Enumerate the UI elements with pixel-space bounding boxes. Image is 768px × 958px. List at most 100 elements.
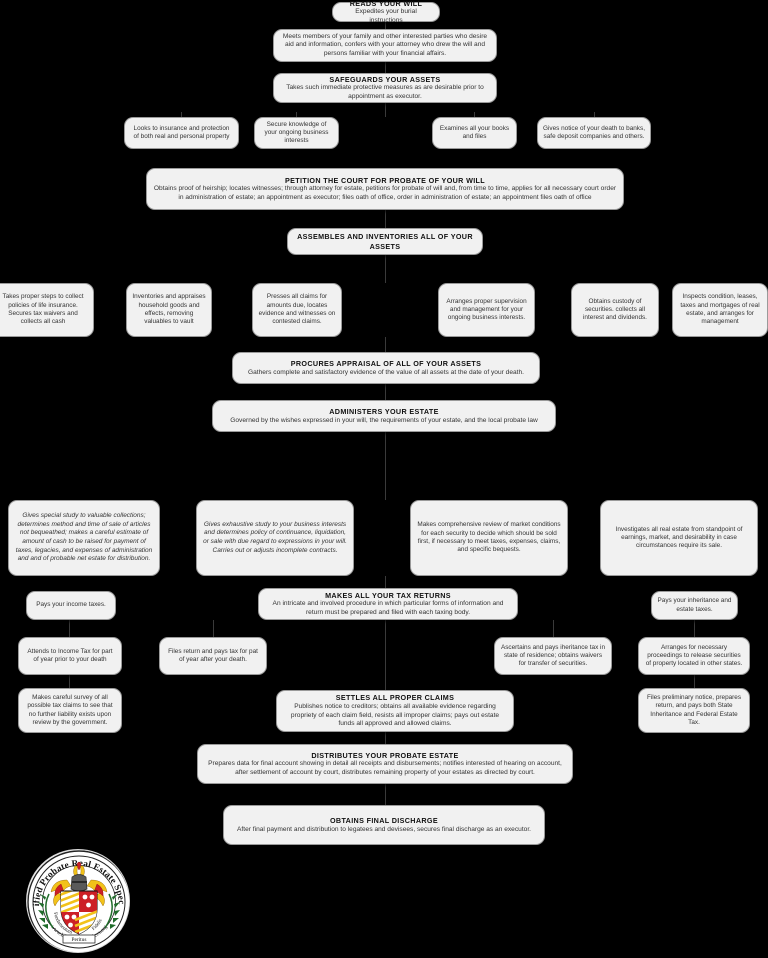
flow-node-body: Arranges proper supervision and manageme… (446, 297, 527, 322)
connector-line (213, 620, 214, 637)
flow-node-body: Files return and pays tax for pat of yea… (168, 647, 258, 663)
flow-node-heading: READS YOUR WILL (349, 0, 423, 8)
flow-node-heading: ASSEMBLES AND INVENTORIES ALL OF YOUR AS… (297, 231, 473, 251)
connector-line (385, 732, 386, 744)
flow-node-body: Secure knowledge of your ongoing busines… (264, 120, 329, 145)
flow-node-heading: PETITION THE COURT FOR PROBATE OF YOUR W… (284, 175, 486, 185)
flow-node-body: Attends to Income Tax for part of year p… (27, 647, 113, 663)
connector-line (385, 384, 386, 400)
flow-node-body: Investigates all real estate from standp… (615, 525, 743, 550)
connector-line (385, 620, 386, 690)
connector-line (694, 675, 695, 688)
flow-node-body: Gives notice of your death to banks, saf… (543, 124, 645, 140)
flow-node-files-preliminary-notice: Files preliminary notice, prepares retur… (638, 688, 750, 733)
connector-line (181, 112, 182, 117)
flow-node-makes-comprehensive-review-market: Makes comprehensive review of market con… (410, 500, 568, 576)
flow-node-investigates-real-estate: Investigates all real estate from standp… (600, 500, 758, 576)
connector-line (69, 675, 70, 688)
flow-node-body: Arranges for necessary proceedings to re… (645, 643, 743, 668)
certified-probate-real-estate-specialist-seal[interactable]: Certified Probate Real Estate Specialist… (26, 849, 130, 953)
flow-node-body: Obtains custody of securities. collects … (583, 297, 647, 322)
flow-node-body: Makes comprehensive review of market con… (417, 521, 561, 554)
flow-node-body: After final payment and distribution to … (237, 825, 531, 833)
connector-line (385, 337, 386, 352)
flow-node-meets-members-family: Meets members of your family and other i… (273, 29, 497, 62)
flow-node-takes-proper-steps-collect: Takes proper steps to collect policies o… (0, 283, 94, 337)
connector-line (385, 255, 386, 283)
connector-line (385, 210, 386, 228)
flow-node-body: Examines all your books and files (439, 124, 510, 140)
flow-node-body: Ascertains and pays iheritance tax in st… (500, 643, 606, 668)
flow-node-body: Takes proper steps to collect policies o… (2, 293, 84, 326)
connector-line (385, 22, 386, 29)
flow-node-secure-knowledge-business: Secure knowledge of your ongoing busines… (254, 117, 339, 149)
flow-node-gives-notice-of-death: Gives notice of your death to banks, saf… (537, 117, 651, 149)
flow-node-files-return-pays-tax-after: Files return and pays tax for pat of yea… (159, 637, 267, 675)
flow-node-body: Publishes notice to creditors; obtains a… (290, 703, 500, 728)
flow-node-body: An intricate and involved procedure in w… (272, 600, 504, 616)
flow-node-presses-all-claims: Presses all claims for amounts due, loca… (252, 283, 342, 337)
flow-node-body: Prepares data for final account showing … (208, 760, 562, 776)
flow-node-looks-to-insurance: Looks to insurance and protection of bot… (124, 117, 239, 149)
flow-node-petition-the-court: PETITION THE COURT FOR PROBATE OF YOUR W… (146, 168, 624, 210)
connector-line (594, 112, 595, 117)
flow-node-body: Expedites your burial instructions (355, 8, 417, 24)
flow-node-body: Governed by the wishes expressed in your… (230, 416, 538, 424)
flow-node-body: Files preliminary notice, prepares retur… (646, 693, 742, 726)
flow-node-body: Looks to insurance and protection of bot… (133, 124, 230, 140)
flow-node-inspects-condition-leases: Inspects condition, leases, taxes and mo… (672, 283, 768, 337)
flow-node-body: Gives exhaustive study to your business … (203, 520, 347, 554)
connector-line (553, 620, 554, 637)
flow-node-body: Pays your income taxes. (36, 601, 106, 609)
flow-node-body: Meets members of your family and other i… (282, 32, 488, 57)
flow-node-makes-careful-survey-tax-claims: Makes careful survey of all possible tax… (18, 688, 122, 733)
flow-node-body: Gathers complete and satisfactory eviden… (247, 368, 524, 376)
flow-node-arranges-supervision-business: Arranges proper supervision and manageme… (438, 283, 535, 337)
flow-node-gives-special-study-collections: Gives special study to valuable collecti… (8, 500, 160, 576)
flow-node-body: Presses all claims for amounts due, loca… (258, 293, 336, 326)
flow-node-heading: SETTLES ALL PROPER CLAIMS (335, 693, 455, 703)
flow-node-assembles-and-inventories: ASSEMBLES AND INVENTORIES ALL OF YOUR AS… (287, 228, 483, 255)
flow-node-heading: ADMINISTERS YOUR ESTATE (329, 406, 439, 416)
flow-node-body: Gives special study to valuable collecti… (15, 512, 153, 563)
flow-node-heading: SAFEGUARDS YOUR ASSETS (329, 74, 441, 84)
svg-text:Peritus: Peritus (72, 937, 87, 943)
flow-node-pays-income-taxes: Pays your income taxes. (26, 591, 116, 620)
flow-node-body: Makes careful survey of all possible tax… (27, 693, 113, 726)
flow-node-heading: OBTAINS FINAL DISCHARGE (329, 815, 438, 825)
flow-node-heading: DISTRIBUTES YOUR PROBATE ESTATE (311, 750, 459, 760)
flow-node-heading: PROCURES APPRAISAL OF ALL OF YOUR ASSETS (290, 358, 482, 368)
flow-node-body: Obtains proof of heirship; locates witne… (153, 185, 617, 201)
flow-node-examines-books-files: Examines all your books and files (432, 117, 517, 149)
connector-line (385, 62, 386, 73)
connector-line (385, 576, 386, 588)
flow-node-pays-inheritance-estate-taxes: Pays your inheritance and estate taxes. (651, 591, 738, 620)
connector-line (385, 784, 386, 805)
connector-line (694, 620, 695, 637)
flow-node-ascertains-pays-inheritance-tax: Ascertains and pays iheritance tax in st… (494, 637, 612, 675)
flow-node-body: Takes such immediate protective measures… (286, 84, 484, 100)
flow-node-heading: MAKES ALL YOUR TAX RETURNS (325, 590, 451, 600)
flow-node-body: Pays your inheritance and estate taxes. (657, 597, 732, 613)
connector-line (474, 112, 475, 117)
connector-line (296, 112, 297, 117)
flow-node-body: Inspects condition, leases, taxes and mo… (680, 293, 760, 326)
connector-line (385, 432, 386, 500)
flow-node-arranges-necessary-proceedings: Arranges for necessary proceedings to re… (638, 637, 750, 675)
seal-graphic: Certified Probate Real Estate Specialist… (27, 850, 129, 952)
flow-node-body: Inventories and appraises household good… (132, 293, 206, 326)
connector-line (69, 620, 70, 637)
flow-node-procures-appraisal: PROCURES APPRAISAL OF ALL OF YOUR ASSETS… (232, 352, 540, 384)
connector-line (385, 103, 386, 117)
flow-node-inventories-appraises-household: Inventories and appraises household good… (126, 283, 212, 337)
flow-node-obtains-custody-securities: Obtains custody of securities. collects … (571, 283, 659, 337)
flow-node-gives-exhaustive-study-business: Gives exhaustive study to your business … (196, 500, 354, 576)
